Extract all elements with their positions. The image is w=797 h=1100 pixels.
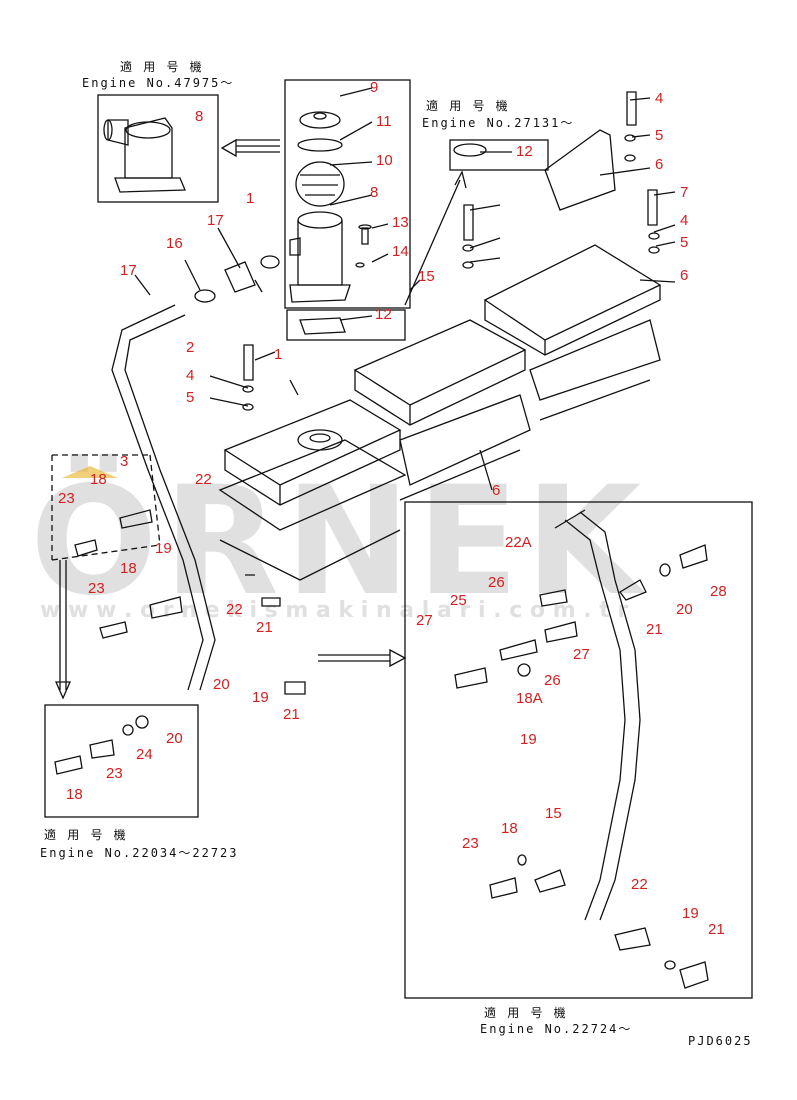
callout: 21 bbox=[256, 619, 273, 636]
callout: 12 bbox=[516, 143, 533, 160]
callout: 6 bbox=[655, 156, 664, 173]
callout: 21 bbox=[283, 706, 300, 723]
callout: 26 bbox=[544, 672, 561, 689]
callout: 12 bbox=[375, 306, 392, 323]
watermark-brand: ÖRNEK bbox=[30, 455, 648, 629]
callout: 10 bbox=[376, 152, 393, 169]
callout: 15 bbox=[418, 268, 435, 285]
callout: 27 bbox=[416, 612, 433, 629]
gasket-box bbox=[286, 309, 406, 341]
bracket-7 bbox=[544, 129, 616, 211]
callout: 18 bbox=[66, 786, 83, 803]
breather-parts bbox=[289, 111, 372, 303]
callout: 8 bbox=[195, 108, 204, 125]
oring-box bbox=[449, 139, 549, 171]
callout: 4 bbox=[655, 90, 664, 107]
callout: 26 bbox=[488, 574, 505, 591]
callout: 1 bbox=[274, 346, 283, 363]
inset-box-22034 bbox=[44, 704, 199, 818]
callout: 23 bbox=[106, 765, 123, 782]
callout: 21 bbox=[646, 621, 663, 638]
callout: 16 bbox=[166, 235, 183, 252]
callout: 17 bbox=[207, 212, 224, 229]
caption-engine-27131: Engine No.27131～ bbox=[422, 116, 575, 130]
watermark-site: w w w . o r n e k i s m a k i n a l a r … bbox=[40, 598, 629, 623]
callout: 27 bbox=[573, 646, 590, 663]
callout: 4 bbox=[680, 212, 689, 229]
callout: 24 bbox=[136, 746, 153, 763]
callout: 18A bbox=[516, 690, 543, 707]
callout: 20 bbox=[213, 676, 230, 693]
callout: 3 bbox=[120, 453, 129, 470]
callout: 19 bbox=[252, 689, 269, 706]
callout: 28 bbox=[710, 583, 727, 600]
hose-16 bbox=[224, 261, 256, 293]
caption-title-47975: 適 用 号 機 bbox=[120, 60, 204, 74]
callout: 23 bbox=[88, 580, 105, 597]
callout: 22A bbox=[505, 534, 532, 551]
callout: 21 bbox=[708, 921, 725, 938]
caption-engine-22724: Engine No.22724～ bbox=[480, 1022, 633, 1036]
caption-engine-47975: Engine No.47975～ bbox=[82, 76, 235, 90]
callout: 6 bbox=[492, 482, 501, 499]
caption-title-27131: 適 用 号 機 bbox=[426, 99, 510, 113]
callout: 19 bbox=[155, 540, 172, 557]
callout: 17 bbox=[120, 262, 137, 279]
head-cover-3 bbox=[483, 244, 662, 356]
callout: 1 bbox=[246, 190, 255, 207]
callout: 6 bbox=[680, 267, 689, 284]
breather-cap-inset bbox=[103, 117, 186, 193]
callout: 7 bbox=[680, 184, 689, 201]
head-cover-2 bbox=[353, 319, 527, 426]
callout: 19 bbox=[682, 905, 699, 922]
callout: 22 bbox=[226, 601, 243, 618]
callout: 22 bbox=[631, 876, 648, 893]
tube-15-left bbox=[124, 314, 216, 691]
callout: 25 bbox=[450, 592, 467, 609]
callout: 20 bbox=[676, 601, 693, 618]
tube-15-detail bbox=[554, 509, 641, 921]
callout: 11 bbox=[376, 113, 392, 130]
caption-title-22724: 適 用 号 機 bbox=[484, 1006, 568, 1020]
callout: 18 bbox=[501, 820, 518, 837]
callout: 9 bbox=[370, 79, 379, 96]
callout: 5 bbox=[186, 389, 195, 406]
caption-engine-22034: Engine No.22034～22723 bbox=[40, 846, 239, 860]
callout: 15 bbox=[545, 805, 562, 822]
breather-box bbox=[284, 79, 411, 309]
callout: 13 bbox=[392, 214, 409, 231]
callout: 19 bbox=[520, 731, 537, 748]
callout: 20 bbox=[166, 730, 183, 747]
callout: 4 bbox=[186, 367, 195, 384]
callout: 8 bbox=[370, 184, 379, 201]
caption-title-22034: 適 用 号 機 bbox=[44, 828, 128, 842]
drawing-code: PJD6025 bbox=[688, 1034, 753, 1048]
callout: 18 bbox=[90, 471, 107, 488]
callout: 22 bbox=[195, 471, 212, 488]
callout: 5 bbox=[680, 234, 689, 251]
callout: 23 bbox=[58, 490, 75, 507]
callout: 23 bbox=[462, 835, 479, 852]
inset-box-22724 bbox=[404, 501, 753, 999]
callout: 14 bbox=[392, 243, 409, 260]
callout: 18 bbox=[120, 560, 137, 577]
callout: 5 bbox=[655, 127, 664, 144]
callout: 2 bbox=[186, 339, 195, 356]
inset-box-47975 bbox=[97, 94, 219, 203]
